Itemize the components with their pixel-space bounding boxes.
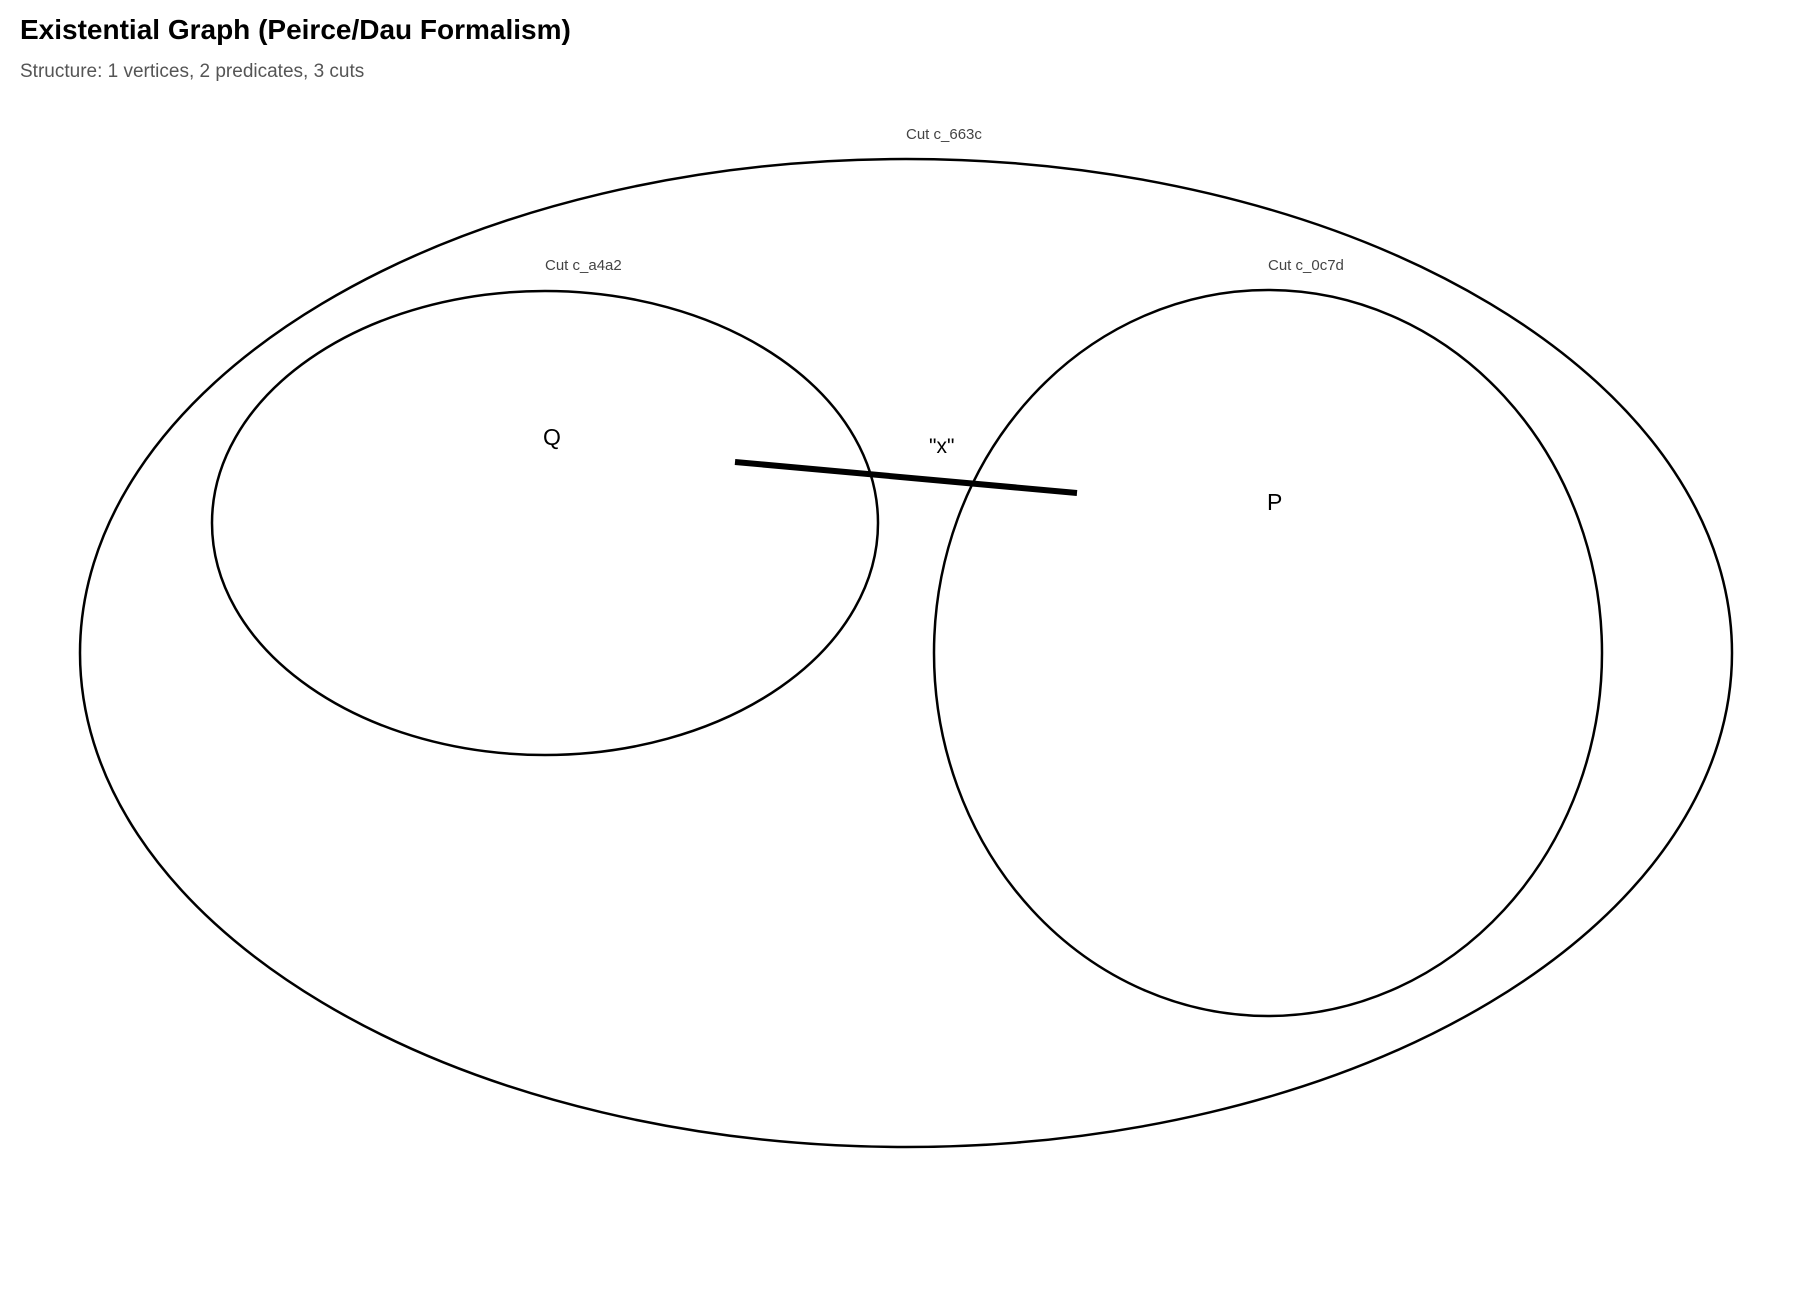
- cut-right-label: Cut c_0c7d: [1268, 257, 1344, 274]
- cut-left-label: Cut c_a4a2: [545, 257, 622, 274]
- cut-left[interactable]: [210, 289, 880, 757]
- predicate-q-label: Q: [543, 424, 561, 450]
- line-of-identity[interactable]: [734, 459, 1078, 496]
- cut-right[interactable]: [932, 288, 1604, 1018]
- predicate-p-label: P: [1267, 489, 1282, 515]
- cut-outer[interactable]: [78, 157, 1734, 1149]
- structure-summary: Structure: 1 vertices, 2 predicates, 3 c…: [20, 61, 365, 82]
- vertex-x-label: "x": [929, 435, 954, 458]
- page-title: Existential Graph (Peirce/Dau Formalism): [20, 14, 571, 45]
- cut-outer-label: Cut c_663c: [906, 126, 982, 143]
